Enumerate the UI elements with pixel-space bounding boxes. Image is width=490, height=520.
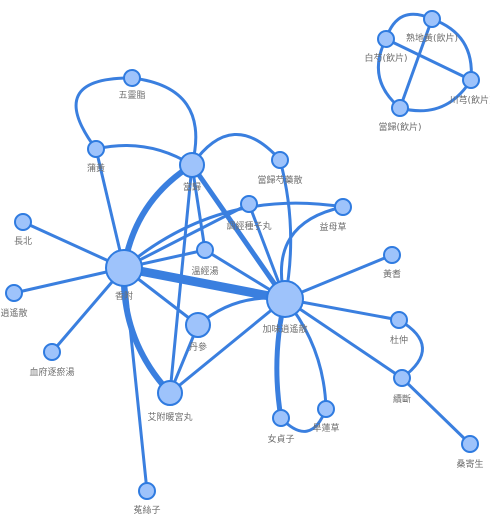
node-wentang[interactable] <box>196 241 214 259</box>
edge-danggui-ainfu <box>168 163 194 395</box>
node-label-tusizi: 菟絲子 <box>133 504 160 516</box>
node-xuefu[interactable] <box>43 343 61 361</box>
node-hanliancao[interactable] <box>317 400 335 418</box>
node-yimucao[interactable] <box>334 198 352 216</box>
node-layer <box>5 10 480 500</box>
node-label-ainfu: 艾附暖宮丸 <box>147 411 192 423</box>
node-label-sangjisheng: 桑寄生 <box>456 458 483 470</box>
node-label-xuduan: 續斷 <box>393 393 411 405</box>
edge-chuanxiong-danggui_yp <box>398 78 473 113</box>
node-danggui[interactable] <box>179 152 205 178</box>
node-label-danggui_shaoyao: 當歸芍藥散 <box>257 174 302 186</box>
edge-danggui-danggui_shaoyao <box>190 133 282 167</box>
edge-xiangfu-yimucao <box>122 201 345 270</box>
node-label-xiangfu: 香附 <box>115 290 133 302</box>
node-wulingzhi[interactable] <box>123 69 141 87</box>
node-baishao[interactable] <box>377 30 395 48</box>
node-ainfu[interactable] <box>157 380 183 406</box>
edge-xuduan-sangjisheng <box>400 376 472 446</box>
node-label-chuanxiong: 川芎(飲片) <box>449 94 490 106</box>
node-label-hanliancao: 旱蓮草 <box>312 422 339 434</box>
node-sangjisheng[interactable] <box>461 435 479 453</box>
node-xuduan[interactable] <box>393 369 411 387</box>
node-label-wulingzhi: 五靈脂 <box>118 89 145 101</box>
node-label-danggui_yp: 當歸(飲片) <box>378 121 421 133</box>
edge-danggui-puhuang <box>94 144 194 167</box>
node-jiawei[interactable] <box>266 280 304 318</box>
node-label-wentang: 溫經湯 <box>191 265 218 277</box>
node-xiaoyao[interactable] <box>5 284 23 302</box>
node-huangqi[interactable] <box>383 246 401 264</box>
node-danggui_shaoyao[interactable] <box>271 151 289 169</box>
edge-duzhong-xuduan <box>397 318 424 380</box>
node-label-shudi: 熟地黃(飲片) <box>406 32 458 44</box>
edge-shudi-danggui_yp <box>398 17 434 110</box>
edge-baishao-chuanxiong <box>384 37 473 82</box>
edge-jiawei-ainfu <box>168 297 287 395</box>
node-xiangfu[interactable] <box>105 249 143 287</box>
edge-puhuang-wulingzhi <box>74 76 134 151</box>
node-label-jiawei: 加味逍遙散 <box>262 323 307 335</box>
node-label-danshen: 丹參 <box>189 341 207 353</box>
node-label-changbai: 長北 <box>14 236 32 247</box>
node-changbai[interactable] <box>14 213 32 231</box>
node-puhuang[interactable] <box>87 140 105 158</box>
node-label-nvzhenzi: 女貞子 <box>267 433 294 445</box>
node-danshen[interactable] <box>185 312 211 338</box>
node-label-yunshi: 調經種子丸 <box>226 220 271 232</box>
node-chuanxiong[interactable] <box>462 71 480 89</box>
node-shudi[interactable] <box>423 10 441 28</box>
node-label-huangqi: 黃耆 <box>383 268 401 280</box>
node-yunshi[interactable] <box>240 195 258 213</box>
edge-xiangfu-tusizi <box>122 266 149 493</box>
node-label-baishao: 白芍(飲片) <box>364 52 407 64</box>
node-label-xuefu: 血府逐瘀湯 <box>29 366 74 378</box>
node-label-duzhong: 杜仲 <box>390 334 408 346</box>
edge-wulingzhi-danggui <box>130 76 198 167</box>
node-danggui_yp[interactable] <box>391 99 409 117</box>
node-label-yimucao: 益母草 <box>319 221 346 233</box>
edge-layer <box>12 12 473 493</box>
node-label-xiaoyao: 逍遙散 <box>0 307 27 319</box>
node-label-danggui: 當歸 <box>183 181 201 193</box>
node-nvzhenzi[interactable] <box>272 409 290 427</box>
node-label-puhuang: 蒲黃 <box>87 162 105 174</box>
node-tusizi[interactable] <box>138 482 156 500</box>
edge-baishao-danggui_yp <box>376 37 402 110</box>
node-duzhong[interactable] <box>390 311 408 329</box>
